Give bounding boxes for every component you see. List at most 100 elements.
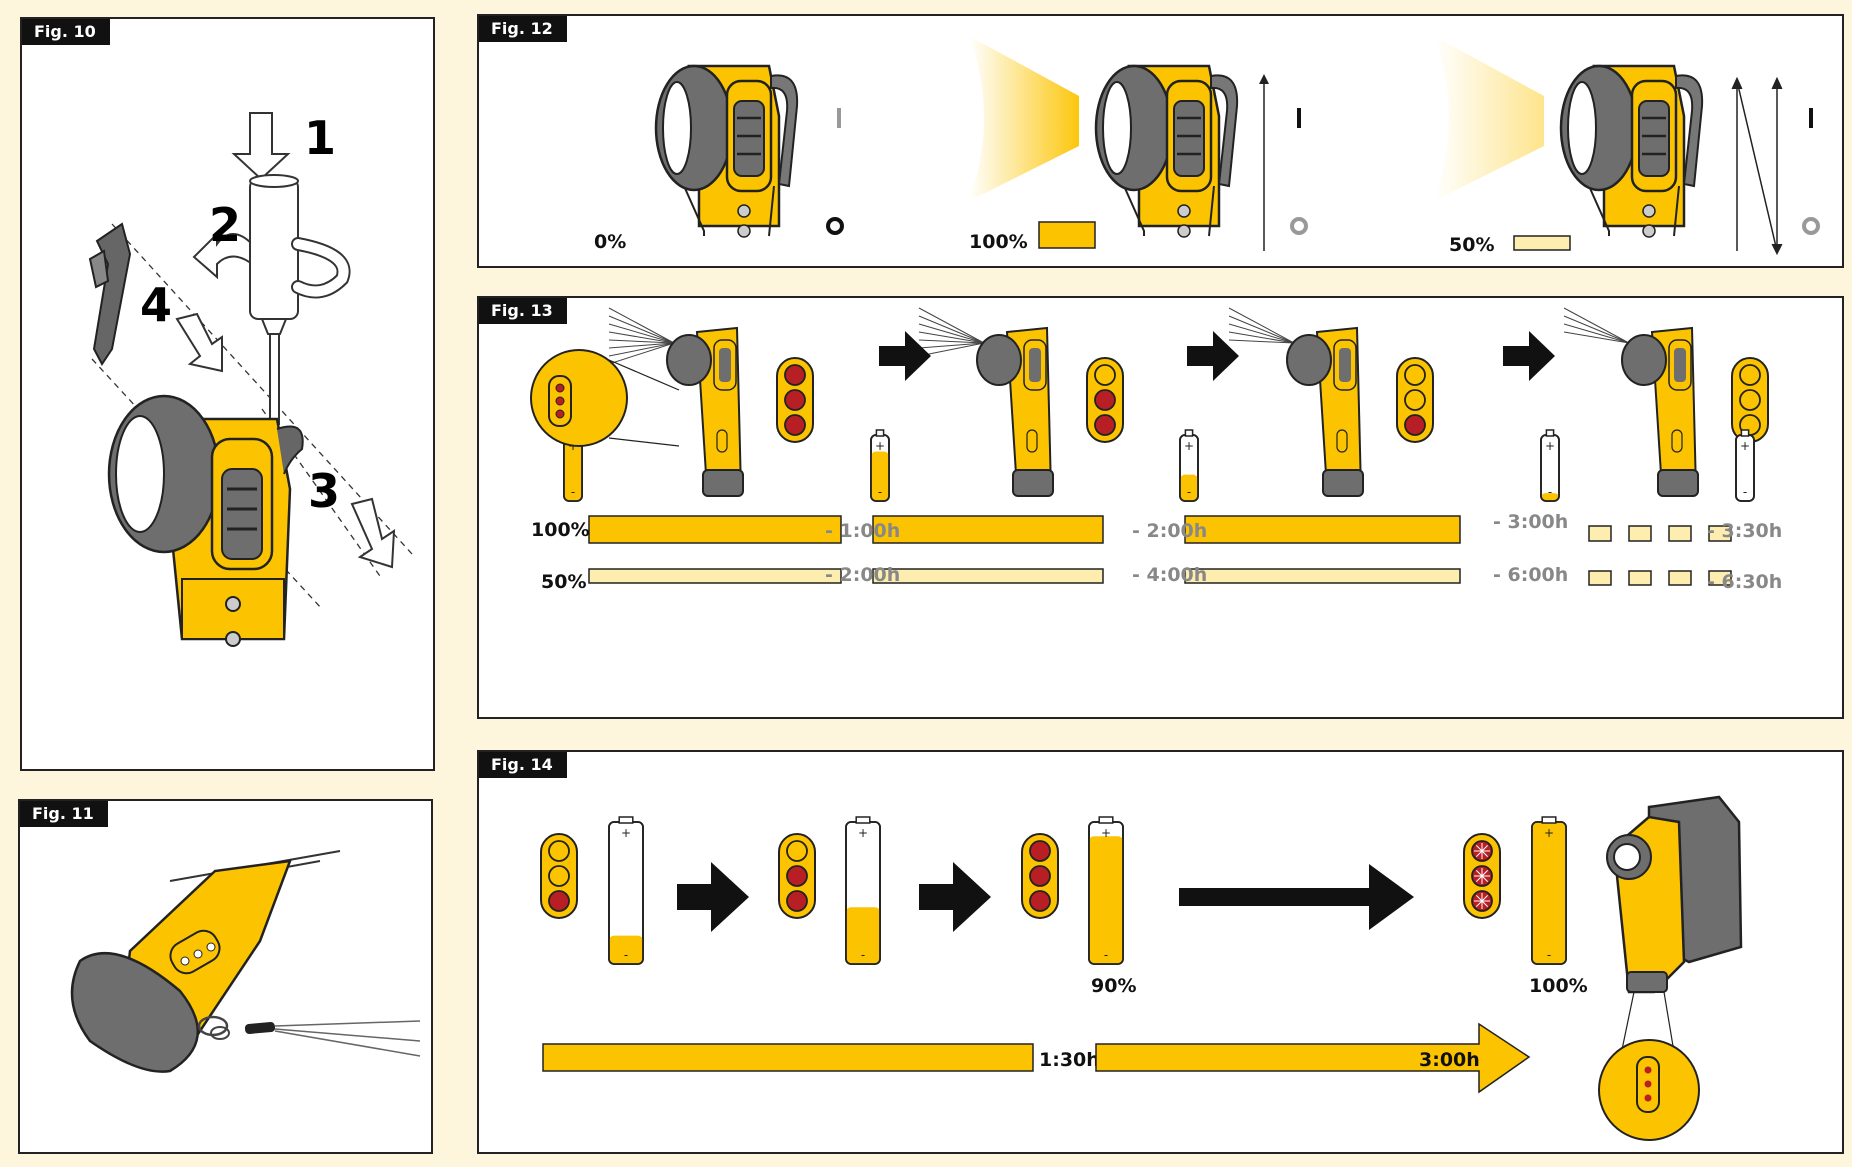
battery-plus-label: + bbox=[875, 439, 885, 453]
runtime-half-time: - 4:00h bbox=[1132, 564, 1207, 586]
indicator-led bbox=[784, 364, 806, 386]
battery-plus-label: + bbox=[1740, 439, 1750, 453]
charge-indicator bbox=[1396, 357, 1434, 443]
level-50-label: 50% bbox=[1449, 234, 1494, 256]
runtime-full-time: - 2:00h bbox=[1132, 520, 1207, 542]
light-rays-icon bbox=[918, 307, 985, 357]
timeline-bar-1 bbox=[542, 1043, 1034, 1072]
charging-cradle-icon bbox=[1598, 795, 1743, 1141]
battery-icon: +- bbox=[1088, 816, 1124, 965]
fig11-label: Fig. 11 bbox=[20, 801, 108, 827]
indicator-led bbox=[1029, 840, 1051, 862]
indicator-led bbox=[1739, 364, 1761, 386]
runtime-bar-half-fade bbox=[1588, 570, 1612, 586]
runtime-bar-half-fade bbox=[1708, 570, 1732, 586]
indicator-led bbox=[786, 890, 808, 912]
indicator-led bbox=[1404, 389, 1426, 411]
runtime-half-time: - 2:00h bbox=[825, 564, 900, 586]
level-100-label: 100% bbox=[969, 231, 1028, 253]
indicator-led bbox=[786, 840, 808, 862]
indicator-led bbox=[1404, 414, 1426, 436]
runtime-bar-full-fade bbox=[1628, 525, 1652, 542]
light-rays-icon bbox=[1228, 307, 1295, 344]
battery-minus-label: - bbox=[861, 948, 865, 962]
indicator-led bbox=[1094, 364, 1116, 386]
charge-100-label: 100% bbox=[1529, 975, 1588, 997]
battery-icon: +- bbox=[1735, 429, 1755, 502]
runtime-bar-full bbox=[588, 515, 842, 544]
runtime-bar-full-fade bbox=[1588, 525, 1612, 542]
arrow-diagonal-icon-b bbox=[350, 497, 396, 569]
fig12-label: Fig. 12 bbox=[479, 16, 567, 42]
step-1-label: 1 bbox=[304, 111, 336, 165]
flashlight-full-icon bbox=[1094, 64, 1239, 239]
battery-minus-label: - bbox=[624, 948, 628, 962]
arrow-right-icon bbox=[1503, 331, 1555, 381]
indicator-led bbox=[786, 865, 808, 887]
battery-icon: +- bbox=[608, 816, 644, 965]
indicator-led bbox=[1094, 414, 1116, 436]
flashlight-icon bbox=[107, 394, 304, 647]
level-0-label: 0% bbox=[594, 231, 626, 253]
beam-half-icon bbox=[1434, 36, 1544, 201]
indicator-led bbox=[548, 865, 570, 887]
indicator-led bbox=[784, 389, 806, 411]
arrow-right-icon bbox=[1187, 331, 1239, 381]
lanyard-icon bbox=[197, 1015, 421, 1057]
runtime-bar-half bbox=[1184, 568, 1461, 584]
fig10-clip-illustration: 1 2 4 bbox=[88, 111, 413, 647]
fig12-panel: Fig. 12 bbox=[477, 14, 1844, 268]
battery-plus-label: + bbox=[1545, 439, 1555, 453]
fig14-panel: Fig. 14 +-+-+-+- 90% 100% 1:30h 3:00h bbox=[477, 750, 1844, 1154]
indicator-led bbox=[548, 890, 570, 912]
battery-plus-label: + bbox=[1544, 826, 1554, 840]
timeline-label-2: 3:00h bbox=[1419, 1049, 1480, 1071]
step-2-label: 2 bbox=[209, 198, 241, 252]
arrow-right-icon-2 bbox=[919, 862, 991, 932]
charge-90-label: 90% bbox=[1091, 975, 1136, 997]
level-full-swatch bbox=[1038, 221, 1096, 249]
light-rays-icon bbox=[1563, 307, 1630, 344]
beam-full-icon bbox=[969, 36, 1079, 201]
timeline-label-1: 1:30h bbox=[1039, 1049, 1100, 1071]
indicator-led bbox=[1739, 389, 1761, 411]
flashlight-off-icon bbox=[654, 64, 799, 239]
indicator-led bbox=[548, 840, 570, 862]
indicator-led bbox=[1404, 364, 1426, 386]
flashlight-icon bbox=[1621, 327, 1699, 497]
runtime-bar-full-fade bbox=[1708, 525, 1732, 542]
battery-icon: +- bbox=[1531, 816, 1567, 965]
indicator-led bbox=[784, 414, 806, 436]
charge-indicator bbox=[778, 833, 816, 919]
indicator-led bbox=[1029, 865, 1051, 887]
fig13-panel: Fig. 13 +-+-+-+-+- - 1:00h- 2:00h- 3:00h… bbox=[477, 296, 1844, 719]
step-3-label: 3 bbox=[308, 464, 340, 518]
zoom-detail-icon bbox=[530, 349, 680, 447]
indicator-led bbox=[1029, 890, 1051, 912]
charge-indicator bbox=[1086, 357, 1124, 443]
battery-icon: +- bbox=[1540, 429, 1560, 502]
light-rays-icon bbox=[608, 307, 675, 365]
row-half-label: 50% bbox=[541, 571, 586, 593]
fig14-label: Fig. 14 bbox=[479, 752, 567, 778]
fig14-charging-diagram: +-+-+-+- 90% 100% 1:30h 3:00h bbox=[540, 795, 1743, 1141]
arrow-right-icon bbox=[879, 331, 931, 381]
battery-icon: +- bbox=[1179, 429, 1199, 502]
runtime-bar-full bbox=[1184, 515, 1461, 544]
runtime-half-time: - 6:30h bbox=[1707, 571, 1782, 593]
fig11-panel: Fig. 11 bbox=[18, 799, 433, 1154]
charge-indicator bbox=[1463, 833, 1501, 919]
fig13-runtime-diagram: +-+-+-+-+- - 1:00h- 2:00h- 3:00h- 3:30h-… bbox=[530, 307, 1782, 593]
runtime-bar-half bbox=[588, 568, 842, 584]
fig12-brightness-modes: 0% 100% 50% bbox=[594, 36, 1820, 256]
battery-plus-label: + bbox=[858, 826, 868, 840]
battery-plus-label: + bbox=[621, 826, 631, 840]
arrow-right-icon-1 bbox=[677, 862, 749, 932]
indicator-led bbox=[1094, 389, 1116, 411]
flashlight-icon bbox=[70, 859, 292, 1073]
arrow-down-icon bbox=[231, 112, 291, 181]
flashlight-icon bbox=[1286, 327, 1364, 497]
battery-icon: +- bbox=[870, 429, 890, 502]
battery-icon: +- bbox=[845, 816, 881, 965]
row-full-label: 100% bbox=[531, 519, 590, 541]
